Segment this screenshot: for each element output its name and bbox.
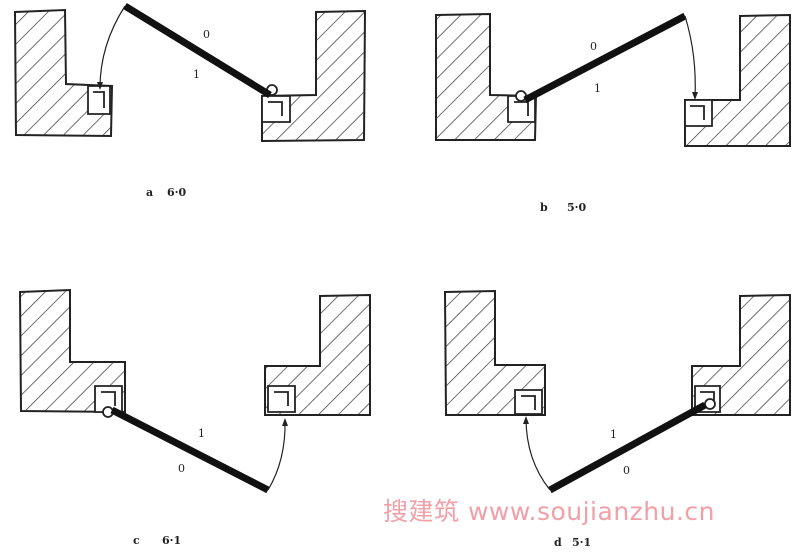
- left-wall: [443, 289, 546, 416]
- caption-letter: c: [133, 534, 140, 547]
- door-leaf: [123, 3, 272, 98]
- swing-arc: [684, 15, 696, 99]
- caption-code: 6·1: [162, 534, 181, 547]
- leaf-label-bottom: 0: [178, 462, 185, 475]
- caption-letter: a: [146, 186, 153, 199]
- left-wall: [13, 8, 114, 138]
- watermark: 搜建筑 www.soujianzhu.cn: [383, 497, 716, 526]
- right-wall: [264, 293, 371, 416]
- swing-arc: [267, 419, 286, 491]
- door-frame-right: [684, 99, 713, 127]
- arrow-icon: [523, 416, 529, 424]
- panel-d: 1 0 d 5·1: [443, 289, 791, 549]
- caption-letter: b: [540, 201, 548, 214]
- swing-arc: [99, 5, 126, 89]
- caption-code: 6·0: [167, 186, 186, 199]
- door-leaf: [110, 406, 270, 494]
- caption-code: 5·0: [567, 201, 586, 214]
- arrow-icon: [282, 418, 288, 426]
- leaf-label-bottom: 1: [193, 68, 200, 81]
- leaf-label-bottom: 1: [594, 82, 601, 95]
- door-leaf: [523, 12, 687, 104]
- panel-a: 0 1 a 6·0: [13, 3, 367, 199]
- arrow-icon: [97, 82, 103, 90]
- left-wall: [18, 288, 126, 414]
- panel-c: 1 0 c 6·1: [18, 288, 371, 547]
- door-frame-right: [261, 95, 291, 123]
- leaf-label-bottom: 0: [623, 464, 630, 477]
- door-leaf: [548, 401, 707, 494]
- swing-arc: [525, 417, 551, 491]
- caption-code: 5·1: [572, 536, 591, 549]
- hinge-icon: [704, 398, 716, 410]
- door-frame-left: [514, 389, 543, 415]
- leaf-label-top: 1: [198, 427, 205, 440]
- caption-letter: d: [554, 536, 562, 549]
- leaf-label-top: 1: [610, 428, 617, 441]
- arrow-icon: [692, 92, 698, 100]
- leaf-label-top: 0: [590, 40, 597, 53]
- leaf-label-top: 0: [203, 28, 210, 41]
- door-frame-right: [267, 385, 296, 413]
- panel-b: 0 1 b 5·0: [435, 12, 791, 214]
- hinge-icon: [515, 90, 527, 102]
- door-frame-left: [87, 85, 111, 115]
